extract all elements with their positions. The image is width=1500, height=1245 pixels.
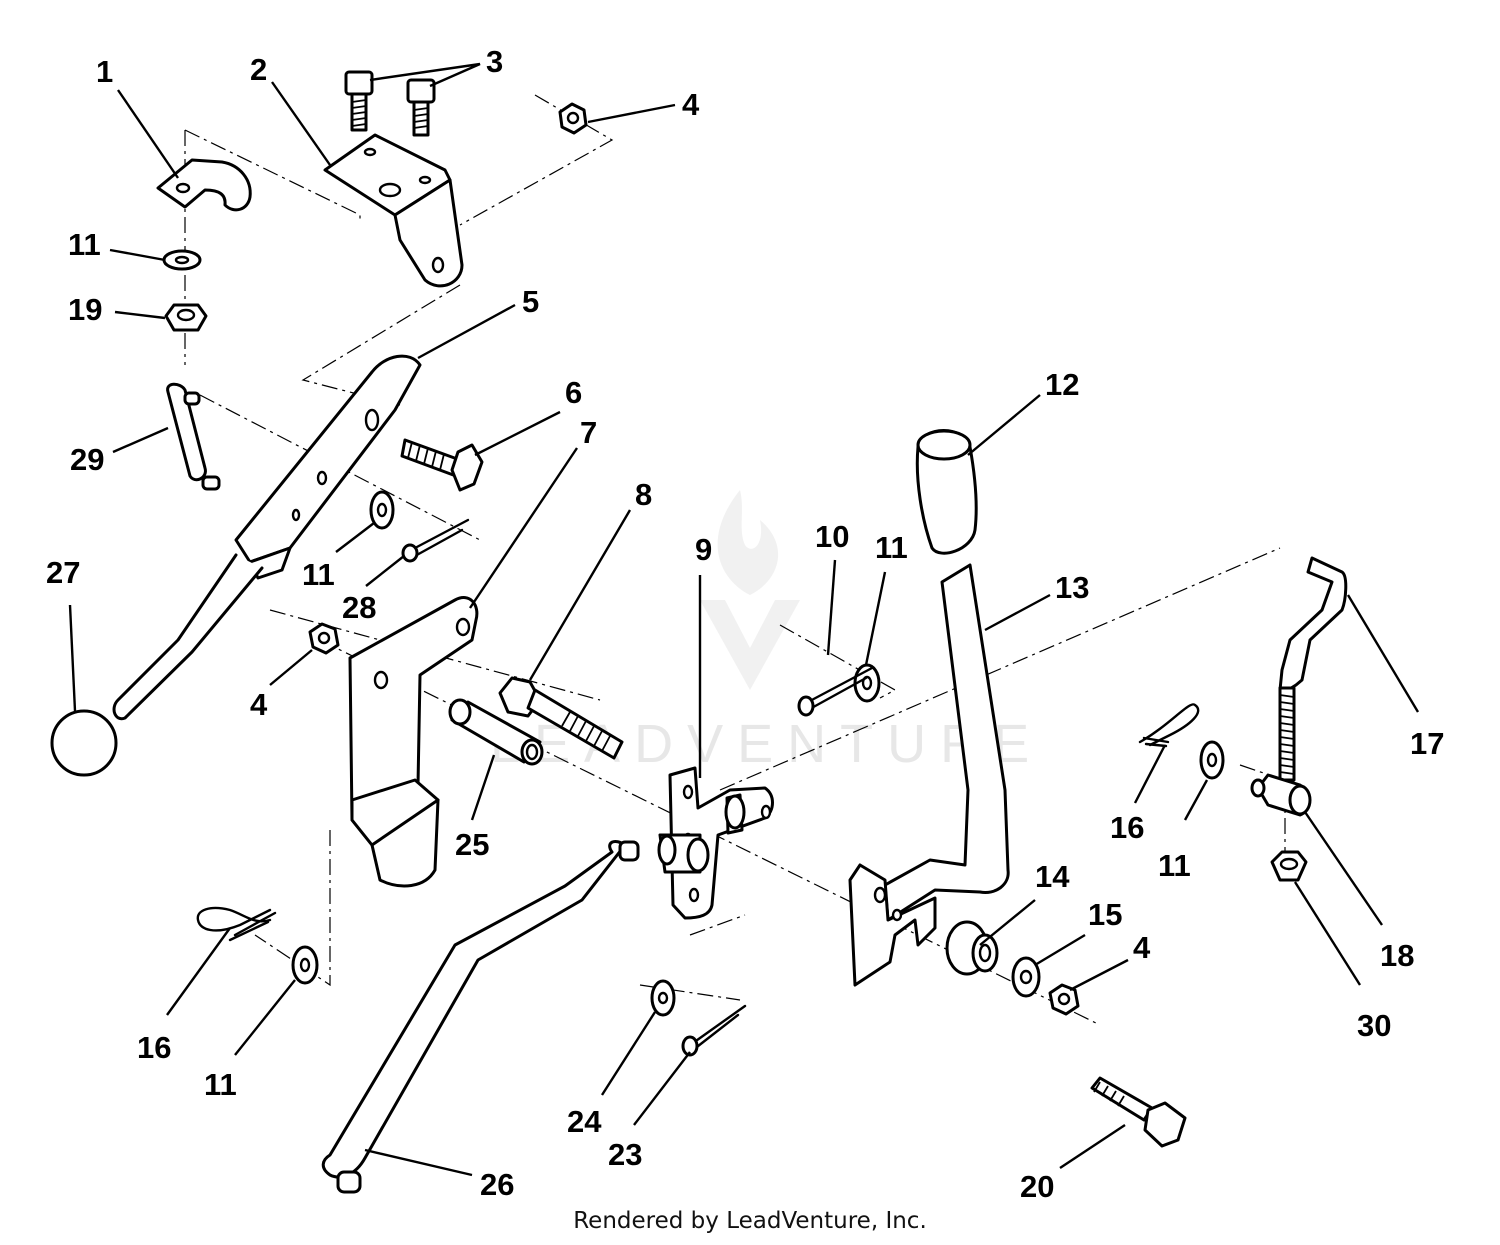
callout-24: 24 [567, 1104, 602, 1139]
part-19-nut [164, 303, 208, 332]
part-9-bracket [657, 766, 774, 920]
footer-credit: Rendered by LeadVenture, Inc. [573, 1208, 927, 1234]
callout-4: 4 [1133, 930, 1151, 965]
callout-6: 6 [565, 375, 582, 410]
part-29-link [166, 382, 221, 491]
part-18-swivel [1250, 773, 1312, 817]
part-5-lever [112, 354, 422, 721]
callout-27: 27 [46, 555, 80, 590]
callout-11: 11 [68, 227, 101, 262]
callout-30: 30 [1357, 1008, 1391, 1043]
callout-23: 23 [608, 1137, 642, 1172]
part-14-bushing [945, 920, 999, 976]
callout-5: 5 [522, 284, 539, 319]
callout-26: 26 [480, 1167, 514, 1202]
watermark-logo [700, 490, 800, 690]
callout-11: 11 [302, 557, 335, 592]
callout-9: 9 [695, 532, 712, 567]
part-1-clip [156, 158, 252, 212]
part-26-rod [321, 840, 640, 1194]
callout-25: 25 [455, 827, 489, 862]
part-15-washer [1011, 956, 1041, 998]
part-24-washer [650, 979, 676, 1017]
part-4-nut-lower [1048, 983, 1080, 1016]
part-10-cotter-pin [797, 666, 874, 717]
callout-29: 29 [70, 442, 104, 477]
callout-2: 2 [250, 52, 267, 87]
part-23-cotter-pin [681, 1004, 747, 1057]
callout-18: 18 [1380, 938, 1414, 973]
callout-20: 20 [1020, 1169, 1054, 1204]
callout-3: 3 [486, 44, 503, 79]
callout-13: 13 [1055, 570, 1089, 605]
leader-lines [68, 62, 1420, 1177]
callout-16: 16 [1110, 810, 1144, 845]
callout-4: 4 [682, 87, 700, 122]
callout-15: 15 [1088, 897, 1122, 932]
callout-11: 11 [204, 1067, 237, 1102]
part-2-bracket [323, 133, 464, 288]
callout-10: 10 [815, 519, 849, 554]
callout-7: 7 [580, 415, 597, 450]
part-27-knob [50, 709, 118, 777]
callout-19: 19 [68, 292, 102, 327]
callout-12: 12 [1045, 367, 1079, 402]
callout-8: 8 [635, 477, 652, 512]
callout-labels: 1 2 3 4 11 19 5 6 7 29 27 11 28 4 8 9 10… [46, 44, 1444, 1204]
callout-4: 4 [250, 687, 268, 722]
part-6-bolt [400, 438, 484, 492]
part-11-washer-b [369, 490, 395, 530]
part-12-grip [915, 429, 978, 555]
callout-1: 1 [96, 54, 113, 89]
part-11-washer-a [162, 249, 202, 271]
callout-16: 16 [137, 1030, 171, 1065]
part-16-hairpin-lower [196, 906, 277, 942]
part-8-long-bolt [498, 676, 624, 760]
part-4-nut-middle [308, 622, 340, 655]
part-30-nut [1270, 850, 1308, 882]
part-3-bolts [344, 70, 436, 137]
callout-11: 11 [1158, 848, 1191, 883]
part-17-shift-rod [1278, 556, 1348, 782]
part-11-washer-e [291, 945, 319, 985]
part-25-sleeve [448, 698, 544, 766]
callout-28: 28 [342, 590, 376, 625]
callout-17: 17 [1410, 726, 1444, 761]
part-16-hairpin-upper [1138, 703, 1200, 748]
callout-14: 14 [1035, 859, 1070, 894]
part-11-washer-d [1199, 740, 1225, 780]
callout-11: 11 [875, 530, 908, 565]
part-13-shift-lever [848, 563, 1010, 987]
part-28-cotter-pin [401, 518, 470, 563]
part-20-bolt [1090, 1076, 1187, 1148]
part-4-nut-top [558, 102, 588, 135]
